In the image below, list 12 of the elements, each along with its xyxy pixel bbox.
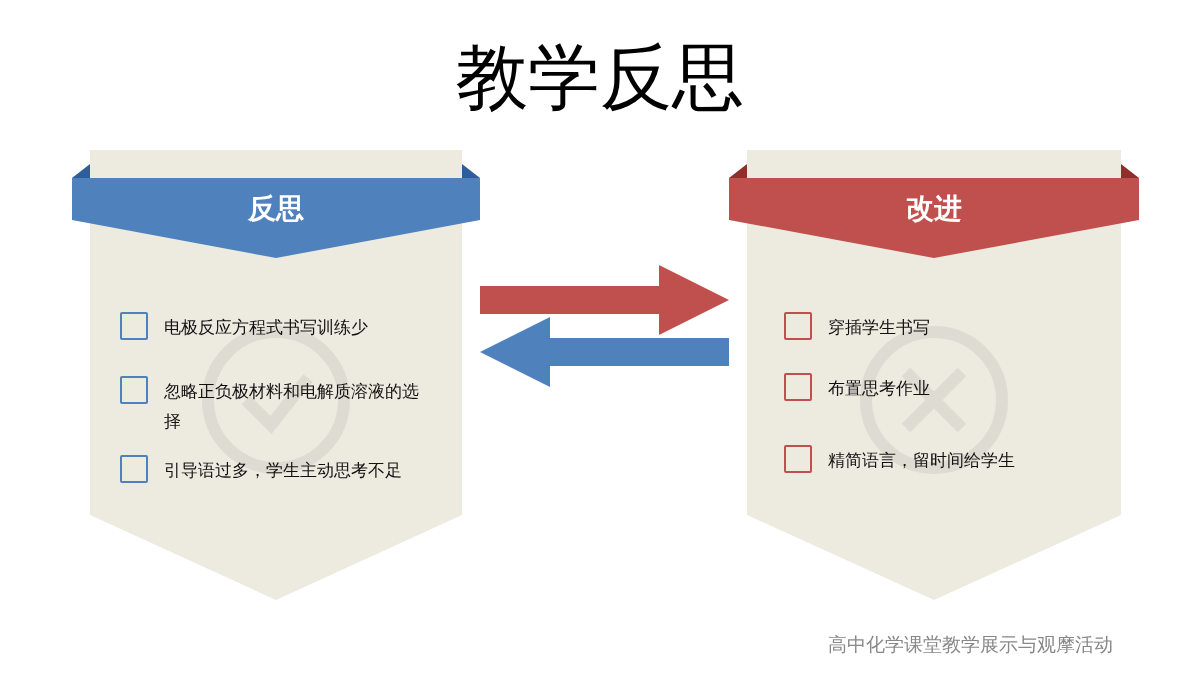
footer-text: 高中化学课堂教学展示与观摩活动 — [828, 632, 1113, 657]
item-text: 忽略正负极材料和电解质溶液的选择 — [164, 380, 420, 433]
item-text: 精简语言，留时间给学生 — [828, 449, 1015, 472]
slide-title: 教学反思 — [455, 34, 745, 121]
arrow — [480, 265, 729, 335]
item-text: 引导语过多，学生主动思考不足 — [164, 459, 402, 482]
item-text: 布置思考作业 — [828, 377, 930, 400]
panel-heading: 反思 — [247, 191, 305, 227]
panel-heading: 改进 — [905, 191, 963, 227]
item-text: 穿插学生书写 — [828, 316, 930, 339]
item-text: 电极反应方程式书写训练少 — [164, 316, 368, 339]
arrow — [480, 317, 729, 387]
